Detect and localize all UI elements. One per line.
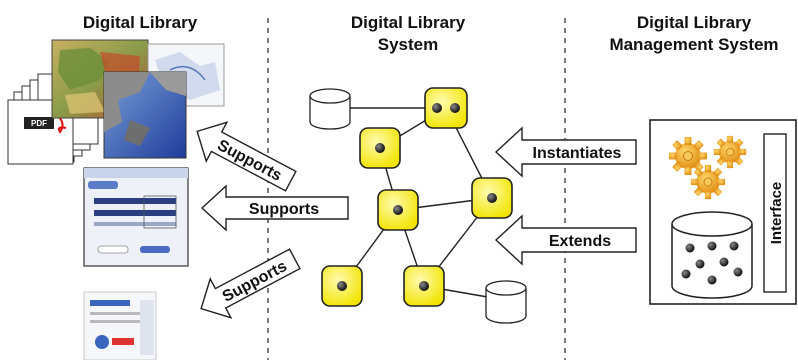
ocean-map-image bbox=[103, 71, 187, 159]
database-icon bbox=[485, 280, 527, 324]
digital-library-title: Digital Library bbox=[83, 13, 198, 32]
instantiates-label: Instantiates bbox=[533, 145, 622, 162]
gear-icon bbox=[668, 136, 708, 176]
gear-icon bbox=[713, 135, 747, 169]
repository-database-icon bbox=[671, 211, 753, 299]
database-icon bbox=[309, 88, 351, 130]
gear-icon bbox=[690, 164, 726, 200]
network-node bbox=[403, 265, 445, 307]
extends-arrow: Extends bbox=[494, 214, 637, 266]
dlms-title-line1: Digital Library bbox=[637, 13, 752, 32]
dl-system-title-line2: System bbox=[378, 35, 438, 54]
extends-label: Extends bbox=[549, 233, 611, 250]
network-node bbox=[321, 265, 363, 307]
pdf-icon: PDF bbox=[24, 115, 67, 134]
dl-system-title-line1: Digital Library bbox=[351, 13, 466, 32]
web-page-icon bbox=[83, 291, 157, 360]
instantiates-arrow: Instantiates bbox=[494, 126, 637, 178]
interface-panel: Interface bbox=[763, 133, 787, 293]
supports-arrow-bottom: Supports bbox=[200, 248, 301, 319]
svg-text:PDF: PDF bbox=[31, 119, 47, 128]
network-node bbox=[424, 87, 468, 129]
network-node bbox=[377, 189, 419, 231]
network-node bbox=[471, 177, 513, 219]
supports-label-middle: Supports bbox=[249, 201, 319, 218]
network-node bbox=[359, 127, 401, 169]
supports-arrow-top: Supports bbox=[196, 121, 297, 192]
web-form-icon bbox=[83, 167, 189, 267]
dlms-title-line2: Management System bbox=[609, 35, 778, 54]
supports-arrow-middle: Supports bbox=[200, 184, 349, 232]
interface-label: Interface bbox=[768, 182, 785, 245]
